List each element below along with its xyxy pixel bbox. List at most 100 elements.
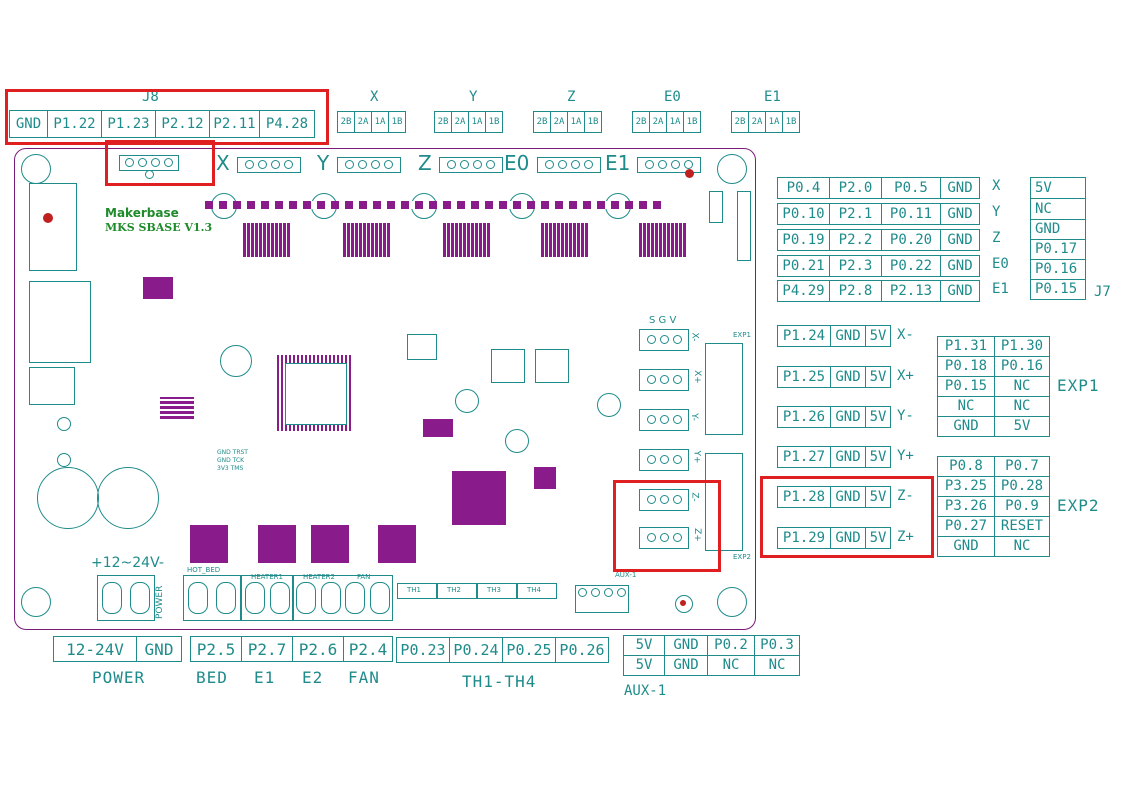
driver-pin-cell: GND <box>947 283 973 299</box>
terminal-label: HEATER2 <box>303 573 335 581</box>
power-cell: 12-24V <box>54 637 137 661</box>
inductor <box>220 345 252 377</box>
mounting-hole <box>717 587 747 617</box>
driver-pin-cell: P0.4 <box>778 178 830 198</box>
endstop-label: Y- <box>897 408 914 424</box>
driver-chip-y <box>343 223 391 257</box>
mosfet-e1 <box>258 525 296 563</box>
driver-pin-cell: P4.29 <box>778 281 830 301</box>
th1-connector <box>397 583 437 599</box>
usb-port <box>29 367 75 405</box>
endstop-cell: 5V <box>869 530 887 546</box>
j7-pin-table: 5V NC GND P0.17 P0.16 P0.15 <box>1030 177 1086 300</box>
driver-pin-cell: P2.3 <box>830 256 882 276</box>
aux1-cell: GND <box>665 636 708 655</box>
motor-pin: 1B <box>488 117 500 127</box>
endstop-cell: GND <box>831 367 866 387</box>
driver-chip-x <box>243 223 291 257</box>
aux1-cell: NC <box>708 656 755 675</box>
sgv-label: S G V <box>649 315 677 326</box>
motor-y-pins: 2B 2A 1A 1B <box>434 111 503 133</box>
j8-pin: P4.28 <box>265 116 309 132</box>
endstop-cell: 5V <box>869 328 887 344</box>
power-vertical-label: POWER <box>155 585 165 619</box>
exp1-cell: P1.31 <box>938 337 995 356</box>
thermistor-cell: P0.24 <box>450 638 503 662</box>
motor-x-label: X <box>370 89 379 105</box>
j7-pin: P0.15 <box>1035 281 1078 297</box>
ethernet-port <box>29 281 91 363</box>
exp2-cell: P3.25 <box>938 477 995 496</box>
j8-pin: GND <box>10 111 48 137</box>
motor-pin: 1B <box>587 117 599 127</box>
power-board-label: +12~24V- <box>91 555 164 571</box>
power-cell: GND <box>144 639 174 659</box>
endstop-label: X+ <box>897 368 914 384</box>
motor-pin: 2B <box>534 112 551 132</box>
endstop-cell: GND <box>831 528 866 548</box>
driver-pin-cell: P0.19 <box>778 230 830 250</box>
aux1-cell: 5V <box>624 656 665 675</box>
th4-connector <box>517 583 557 599</box>
motor-z-pins: 2B 2A 1A 1B <box>533 111 602 133</box>
terminal-label: HEATER1 <box>251 573 283 581</box>
j7-label: J7 <box>1094 284 1111 300</box>
mounting-hole <box>717 154 747 184</box>
driver-pin-cell: P2.1 <box>830 204 882 224</box>
resistor-strip <box>205 201 665 209</box>
motor-pin: 1A <box>568 112 585 132</box>
motor-connector-x <box>237 157 301 173</box>
exp1-cell: P1.30 <box>1000 338 1044 354</box>
endstop-connector-yminus <box>639 409 689 431</box>
driver-pin-cell: P0.10 <box>778 204 830 224</box>
exp1-cell: P0.15 <box>938 377 995 396</box>
regulator <box>160 397 194 419</box>
capacitor <box>455 389 479 413</box>
endstop-side-label: X+ <box>691 370 702 384</box>
exp2-connector <box>705 453 743 551</box>
driver-pin-cell: P0.5 <box>882 178 941 198</box>
endstop-row-xplus: P1.25 GND 5V <box>777 366 891 388</box>
motor-pin: 1B <box>391 117 403 127</box>
endstop-cell: GND <box>831 326 866 346</box>
motor-y-label: Y <box>469 89 478 105</box>
th-label: TH1 <box>407 586 421 594</box>
motor-e0-pins: 2B 2A 1A 1B <box>632 111 701 133</box>
output-cell: P2.7 <box>242 637 293 661</box>
j8-highlight <box>5 89 329 145</box>
aux1-pin-table: 5V GND P0.2 P0.3 5V GND NC NC <box>623 635 800 676</box>
endstop-label: X- <box>897 327 914 343</box>
reset-button[interactable] <box>675 595 693 613</box>
exp1-cell: P0.16 <box>1000 358 1044 374</box>
mosfet-bed <box>190 525 228 563</box>
motor-e1-label: E1 <box>764 89 781 105</box>
j7-pin: GND <box>1031 220 1085 240</box>
th-label: TH3 <box>487 586 501 594</box>
power-terminal <box>97 575 155 621</box>
driver-row-y: P0.10 P2.1 P0.11 GND <box>777 203 980 225</box>
th-label: TH2 <box>447 586 461 594</box>
driver-axis-label: E0 <box>992 256 1009 272</box>
endstop-row-xminus: P1.24 GND 5V <box>777 325 891 347</box>
endstop-side-label: Y- <box>688 413 699 421</box>
thermistor-cell: P0.26 <box>559 641 605 659</box>
aux1-connector <box>575 585 629 613</box>
small-header <box>709 191 723 223</box>
driver-ic <box>452 471 506 525</box>
motor-pin: 1A <box>667 112 684 132</box>
endstop-label: Y+ <box>897 448 914 464</box>
endstop-cell: 5V <box>869 369 887 385</box>
board-axis-z: Z <box>418 151 432 175</box>
power-label: POWER <box>92 668 146 687</box>
motor-pin: 2B <box>338 112 355 132</box>
exp2-cell: P0.7 <box>1005 458 1039 474</box>
endstop-cell: GND <box>831 407 866 427</box>
motor-pin: 1B <box>785 117 797 127</box>
endstop-row-zminus: P1.28 GND 5V <box>777 486 891 508</box>
endstop-label: Z- <box>897 488 914 504</box>
exp2-cell: P3.26 <box>938 497 995 516</box>
bulk-capacitor <box>97 467 159 529</box>
endstop-cell: GND <box>831 487 866 507</box>
board-axis-e1: E1 <box>605 151 631 175</box>
motor-connector-e1 <box>637 157 701 173</box>
